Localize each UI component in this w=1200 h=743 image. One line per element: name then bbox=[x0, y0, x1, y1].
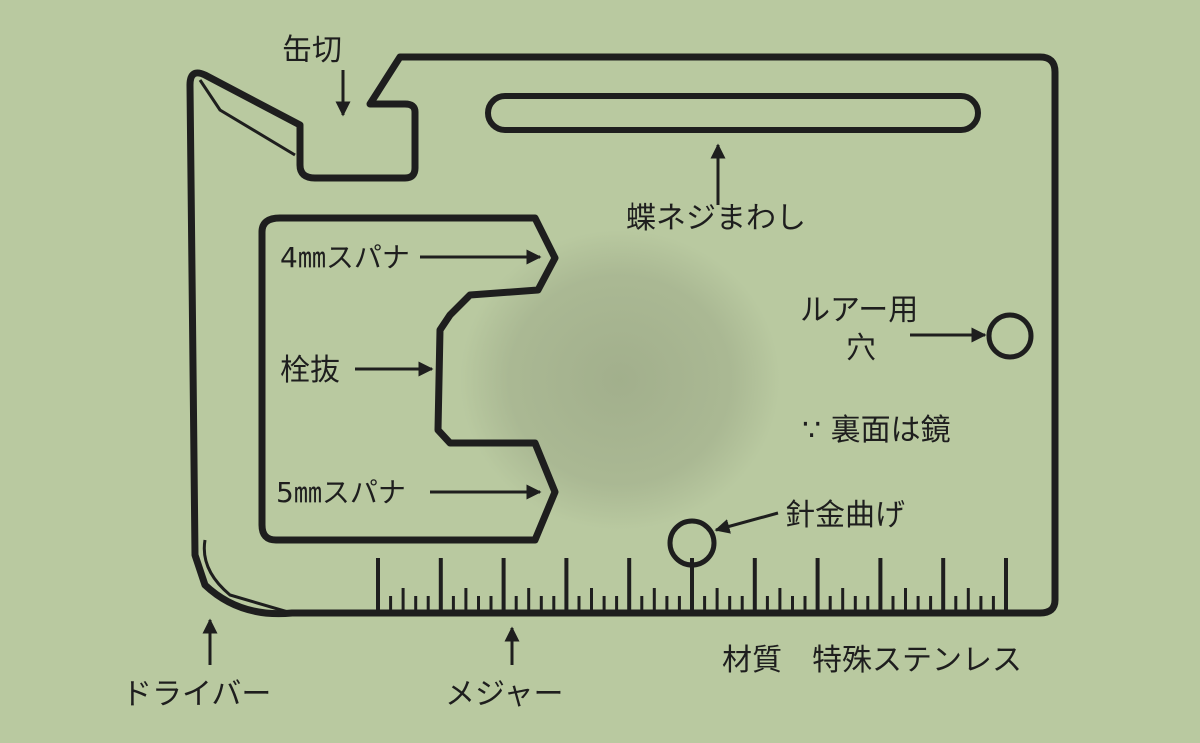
can-opener-label: 缶切 bbox=[282, 33, 342, 68]
butterfly-nut-label: 蝶ネジまわし bbox=[626, 201, 806, 236]
card-outline bbox=[186, 53, 1059, 618]
bottle-opener-label: 栓抜 bbox=[280, 353, 340, 388]
butterfly-nut-slot bbox=[485, 93, 981, 133]
wire-bender-label: 針金曲げ bbox=[785, 498, 905, 533]
ruler-ticks bbox=[376, 558, 1008, 610]
measure-label: メジャー bbox=[445, 677, 564, 712]
lure-hole-label-line1: ルアー用 bbox=[800, 293, 918, 328]
screwdriver-label: ドライバー bbox=[122, 677, 271, 712]
wire-bender-arrow bbox=[714, 511, 779, 534]
material-label: 材質 特殊ステンレス bbox=[722, 643, 1022, 678]
lure-hole bbox=[986, 312, 1034, 360]
mirror-note: ∵ 裏面は鏡 bbox=[802, 413, 951, 448]
lure-hole-label-line2: 穴 bbox=[846, 331, 876, 366]
wrench-4mm-label: 4㎜スパナ bbox=[280, 241, 410, 274]
screwdriver-blade-edge-top bbox=[198, 79, 296, 157]
wrench-cutout bbox=[258, 214, 559, 544]
stain-mark bbox=[460, 230, 780, 530]
screwdriver-blade-edge-bottom bbox=[202, 539, 289, 614]
wrench-5mm-label: 5㎜スパナ bbox=[276, 476, 406, 509]
